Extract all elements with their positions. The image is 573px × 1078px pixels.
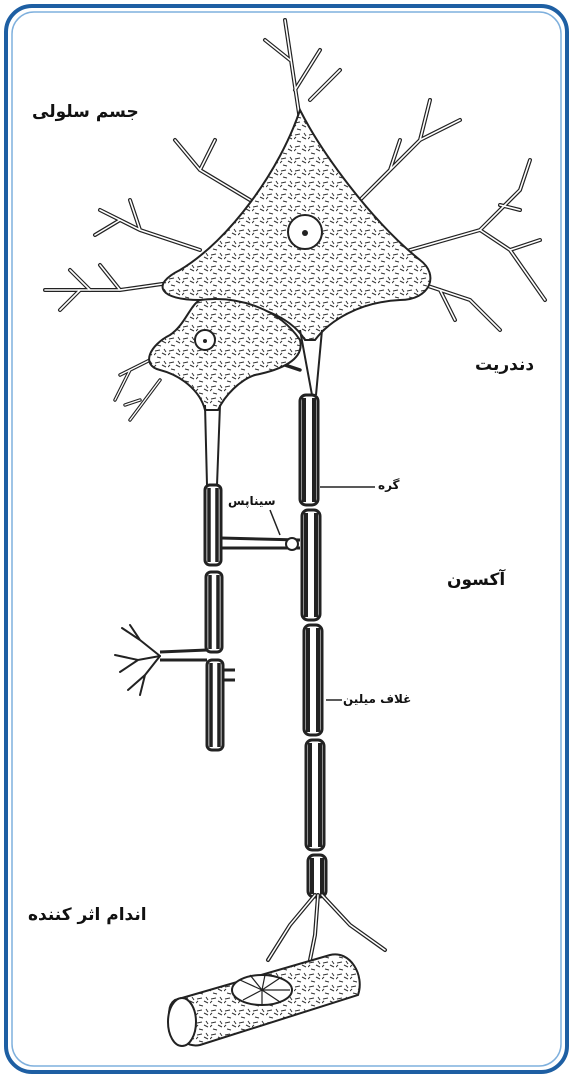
effector-muscle	[168, 954, 360, 1046]
label-dendrite: دندریت	[475, 355, 534, 375]
label-axon: آکسون	[447, 570, 505, 590]
label-myelin-sheath: غلاف میلین	[343, 692, 411, 706]
small-axon-hillock	[205, 405, 220, 485]
axon-terminal-branches	[268, 895, 385, 960]
label-effector: اندام اثر کننده	[28, 905, 147, 925]
label-cell-body: جسم سلولی	[32, 102, 139, 122]
label-synapse: سیناپس	[228, 494, 276, 508]
synapse-junction	[286, 538, 298, 550]
axon-terminal-small	[115, 625, 160, 695]
large-nucleolus	[302, 230, 308, 236]
label-node: گره	[378, 478, 400, 492]
